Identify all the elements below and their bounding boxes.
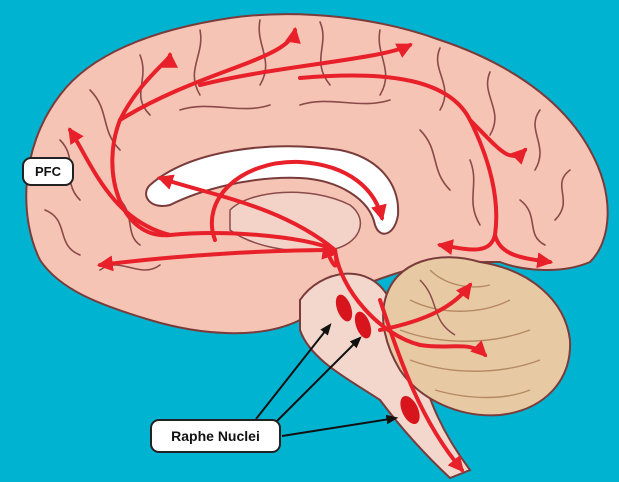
pfc-label: PFC [22,157,74,186]
cortex-folds [44,19,571,271]
nucleus-3 [400,395,420,425]
label-pointers [255,323,399,437]
nucleus-1 [335,294,353,322]
serotonin-pathways [68,26,554,473]
raphe-nuclei [335,294,420,425]
cerebellum [382,256,572,417]
nucleus-2 [354,311,372,339]
brainstem [299,272,472,480]
raphe-nuclei-label: Raphe Nuclei [150,419,281,453]
